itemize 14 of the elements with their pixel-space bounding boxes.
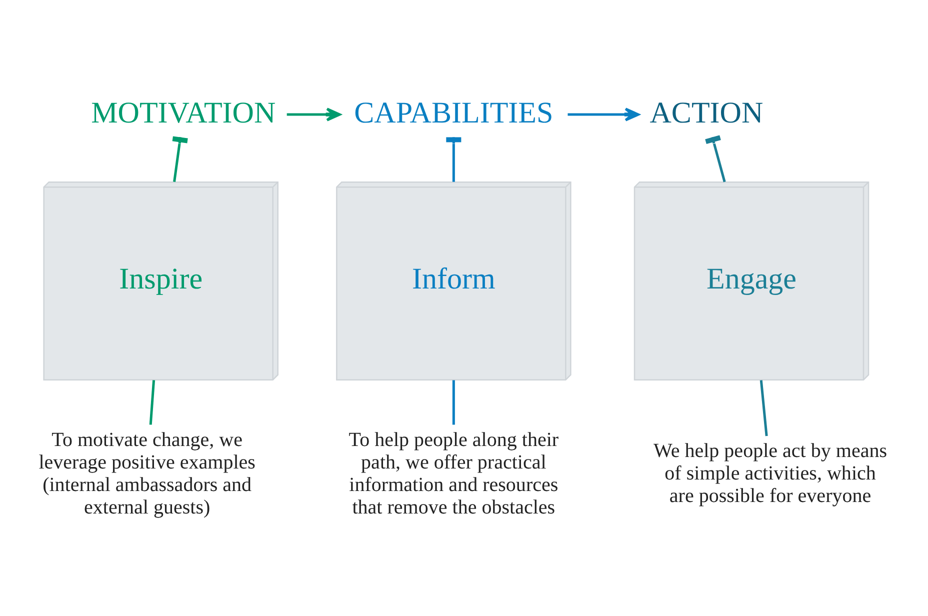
- arrow: [286, 107, 341, 121]
- node-text: MOTIVATION: [91, 96, 276, 129]
- connector: [149, 380, 156, 424]
- connector: [452, 380, 455, 424]
- node-text: ACTION: [650, 96, 764, 129]
- connector: [446, 136, 462, 182]
- arrow: [568, 107, 640, 121]
- node-text: To help people along their path, we offer practical information and resources that remove the obstacles: [348, 428, 559, 518]
- connector: [172, 136, 188, 182]
- node-text: To motivate change, we leverage positive examples (internal ambassadors and external guests): [38, 428, 256, 518]
- connector: [705, 134, 726, 182]
- node-text: We help people act by means of simple activities, which are possible for everyone: [654, 440, 888, 507]
- node-text: CAPABILITIES: [354, 96, 554, 129]
- connector: [760, 380, 768, 436]
